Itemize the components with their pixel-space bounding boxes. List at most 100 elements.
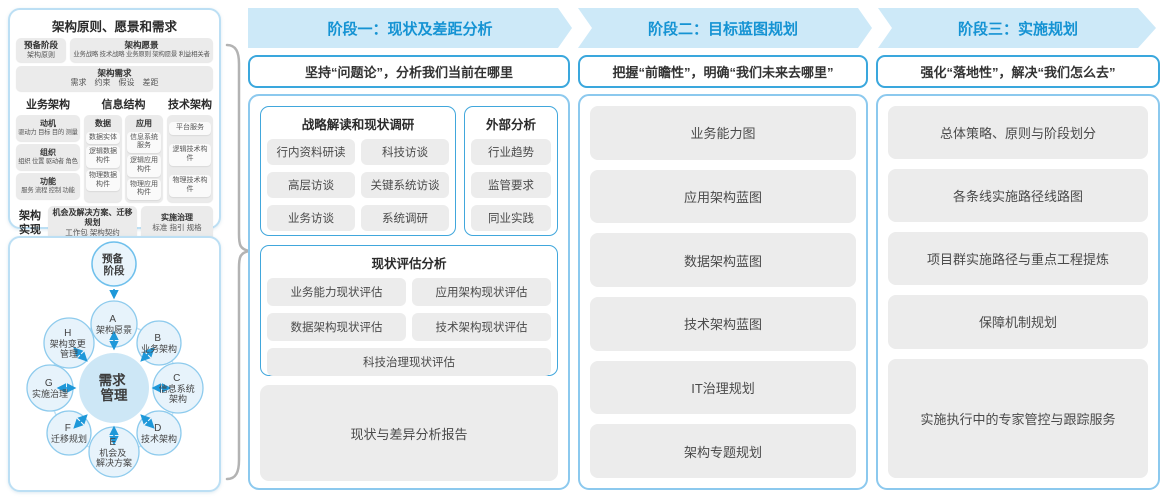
phase3-container: 总体策略、原则与阶段划分 各条线实施路径线路图 项目群实施路径与重点工程提炼 保…	[876, 94, 1160, 490]
phase2-header: 阶段二：目标蓝图规划	[647, 20, 798, 38]
data-entity-item: 数据实体	[86, 131, 120, 145]
node-b-text: B 业务架构	[141, 333, 177, 354]
logical-tech-item: 逻辑技术构件	[169, 144, 211, 166]
phase2-item: 数据架构蓝图	[590, 233, 856, 288]
function-chip: 功能 服务 流程 控制 功能	[16, 173, 80, 200]
architecture-vision-chip: 架构愿景 业务战略 技术战略 业务原则 架构愿景 利益相关者	[70, 38, 213, 62]
architecture-domains-row: 业务架构 动机 驱动力 目标 目的 测量 组织 组织 位置 驱动者 角色 功能 …	[16, 96, 213, 203]
architecture-vision-title: 架构愿景	[124, 40, 159, 50]
technical-architecture-title: 技术架构	[168, 98, 212, 111]
node-c-text: C 信息系统 架构	[159, 373, 198, 404]
phase2-subtitle: 把握“前瞻性”，明确“我们未来去哪里”	[578, 55, 868, 88]
phase2-item: 业务能力图	[590, 106, 856, 160]
preliminary-phase-sub: 架构原则	[27, 51, 55, 59]
strategy-item: 关键系统访谈	[361, 172, 449, 198]
application-subcolumn-title: 应用	[136, 118, 152, 128]
implementation-governance-title: 实施治理	[161, 213, 193, 223]
phase2-item: 架构专题规划	[590, 424, 856, 479]
architecture-vision-sub: 业务战略 技术战略 业务原则 架构愿景 利益相关者	[73, 50, 210, 58]
framework-panel-title: 架构原则、愿景和需求	[51, 20, 177, 34]
phase2-band-segment	[578, 8, 872, 48]
organization-title: 组织	[40, 147, 56, 157]
phase2-container: 业务能力图 应用架构蓝图 数据架构蓝图 技术架构蓝图 IT治理规划 架构专题规划	[578, 94, 868, 490]
implementation-governance-chip: 实施治理 标准 指引 规格	[141, 206, 213, 240]
organization-sub: 组织 位置 驱动者 角色	[18, 157, 78, 165]
logical-app-item: 逻辑应用构件	[127, 155, 161, 177]
motivation-chip: 动机 驱动力 目标 目的 测量	[16, 114, 80, 141]
node-g-text: G 实施治理	[32, 378, 68, 399]
node-d-text: D 技术架构	[141, 423, 177, 444]
opportunities-migration-title: 机会及解决方案、迁移规划	[52, 208, 133, 228]
application-subcolumn: 应用 信息系统服务 逻辑应用构件 物理应用构件	[125, 114, 163, 203]
phase2-item: 应用架构蓝图	[590, 169, 856, 224]
architecture-requirements-chip: 架构需求 需求 约束 假设 差距	[16, 65, 213, 91]
requirements-management-text: 需求 管理	[99, 372, 130, 403]
requirements-management-circle	[79, 353, 149, 423]
function-title: 功能	[40, 177, 56, 187]
phase-band	[248, 8, 1156, 48]
gap-analysis-report-box: 现状与差异分析报告	[260, 385, 558, 481]
preliminary-phase-circle	[91, 241, 137, 287]
external-item: 同业实践	[471, 205, 551, 231]
platform-service-item: 平台服务	[169, 122, 211, 136]
strategy-item: 系统调研	[361, 205, 449, 231]
motivation-title: 动机	[40, 118, 56, 128]
business-architecture-title: 业务架构	[26, 98, 70, 111]
physical-tech-item: 物理技术构件	[169, 175, 211, 197]
logical-data-item: 逻辑数据构件	[86, 146, 120, 168]
phase1-container: 战略解读和现状调研 行内资料研读 科技访谈 高层访谈 关键系统访谈 业务访谈 系…	[248, 94, 570, 490]
adm-cycle-diagram: 预备 阶段 需求 管理	[26, 241, 204, 478]
assessment-item: 数据架构现状评估	[267, 313, 406, 341]
assessment-analysis-box: 现状评估分析 业务能力现状评估 应用架构现状评估 数据架构现状评估 技术架构现状…	[260, 245, 558, 376]
assessment-analysis-title: 现状评估分析	[371, 257, 447, 271]
node-a-text: A 架构愿景	[96, 314, 132, 335]
technical-architecture-column: 技术架构 平台服务 逻辑技术构件 物理技术构件	[167, 96, 213, 203]
assessment-item-full: 科技治理现状评估	[267, 348, 551, 376]
physical-app-item: 物理应用构件	[127, 178, 161, 201]
data-subcolumn-title: 数据	[95, 118, 111, 128]
assessment-item: 应用架构现状评估	[412, 278, 551, 306]
preliminary-phase-chip: 预备阶段 架构原则	[16, 38, 66, 62]
preliminary-phase-title: 预备阶段	[23, 40, 58, 50]
opportunities-migration-chip: 机会及解决方案、迁移规划 工作包 架构契约	[48, 206, 137, 240]
phase2-item: 技术架构蓝图	[590, 297, 856, 351]
external-analysis-title: 外部分析	[485, 118, 536, 132]
phase3-item: 保障机制规划	[888, 295, 1148, 349]
strategy-research-box: 战略解读和现状调研 行内资料研读 科技访谈 高层访谈 关键系统访谈 业务访谈 系…	[260, 106, 456, 236]
information-structure-column: 信息结构 数据 数据实体 逻辑数据构件 物理数据构件 应用 信息系统服务 逻辑应…	[84, 96, 163, 203]
technical-items-container: 平台服务 逻辑技术构件 物理技术构件	[167, 114, 213, 203]
information-structure-title: 信息结构	[101, 98, 146, 111]
preliminary-phase-text: 预备 阶段	[102, 252, 126, 277]
architecture-requirements-title: 架构需求	[97, 67, 132, 78]
phase3-item: 各条线实施路径线路图	[888, 169, 1148, 223]
phase3-header: 阶段三：实施规划	[957, 20, 1078, 38]
phase3-item: 实施执行中的专家管控与跟踪服务	[888, 358, 1148, 479]
external-analysis-box: 外部分析 行业趋势 监管要求 同业实践	[464, 106, 558, 236]
function-sub: 服务 流程 控制 功能	[21, 187, 75, 195]
node-f-text: F 迁移规划	[51, 423, 87, 444]
architecture-requirements-sub: 需求 约束 假设 差距	[70, 78, 159, 88]
opportunities-migration-sub: 工作包 架构契约	[65, 228, 120, 238]
adm-spoke-arrows	[56, 330, 172, 446]
strategy-item: 高层访谈	[267, 172, 355, 198]
phase1-band-segment	[248, 8, 572, 48]
phase3-band-segment	[878, 8, 1156, 48]
motivation-sub: 驱动力 目标 目的 测量	[18, 128, 78, 136]
architecture-realization-row: 架构实现 机会及解决方案、迁移规划 工作包 架构契约 实施治理 标准 指引 规格	[16, 206, 213, 240]
architecture-realization-label: 架构实现	[19, 209, 41, 237]
strategy-item: 行内资料研读	[267, 139, 355, 165]
assessment-item: 技术架构现状评估	[412, 313, 551, 341]
organization-chip: 组织 组织 位置 驱动者 角色	[16, 143, 80, 171]
node-e-text: E 机会及 解决方案	[96, 437, 132, 468]
prep-vision-row: 预备阶段 架构原则 架构愿景 业务战略 技术战略 业务原则 架构愿景 利益相关者	[16, 38, 213, 62]
physical-data-item: 物理数据构件	[86, 169, 120, 192]
info-system-service-item: 信息系统服务	[127, 131, 161, 154]
phase1-header: 阶段一：现状及差距分析	[327, 20, 493, 38]
business-architecture-column: 业务架构 动机 驱动力 目标 目的 测量 组织 组织 位置 驱动者 角色 功能 …	[16, 96, 80, 203]
data-subcolumn: 数据 数据实体 逻辑数据构件 物理数据构件	[84, 114, 122, 203]
strategy-item: 业务访谈	[267, 205, 355, 231]
external-item: 监管要求	[471, 172, 551, 198]
phase3-subtitle: 强化“落地性”，解决“我们怎么去”	[876, 55, 1160, 88]
architecture-content-framework-panel: 架构原则、愿景和需求 预备阶段 架构原则 架构愿景 业务战略 技术战略 业务原则…	[8, 8, 221, 240]
